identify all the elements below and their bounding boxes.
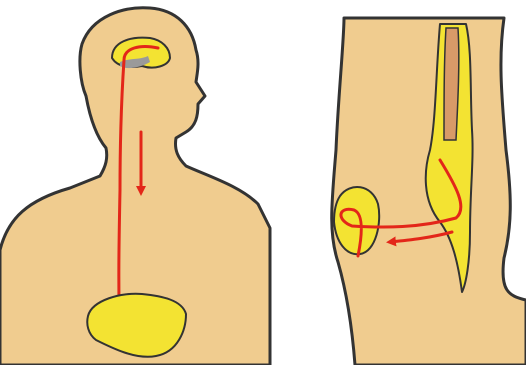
organ-side	[334, 187, 379, 254]
side-view-panel	[332, 18, 526, 365]
spinal-column	[444, 28, 459, 140]
front-view-panel	[0, 8, 270, 365]
